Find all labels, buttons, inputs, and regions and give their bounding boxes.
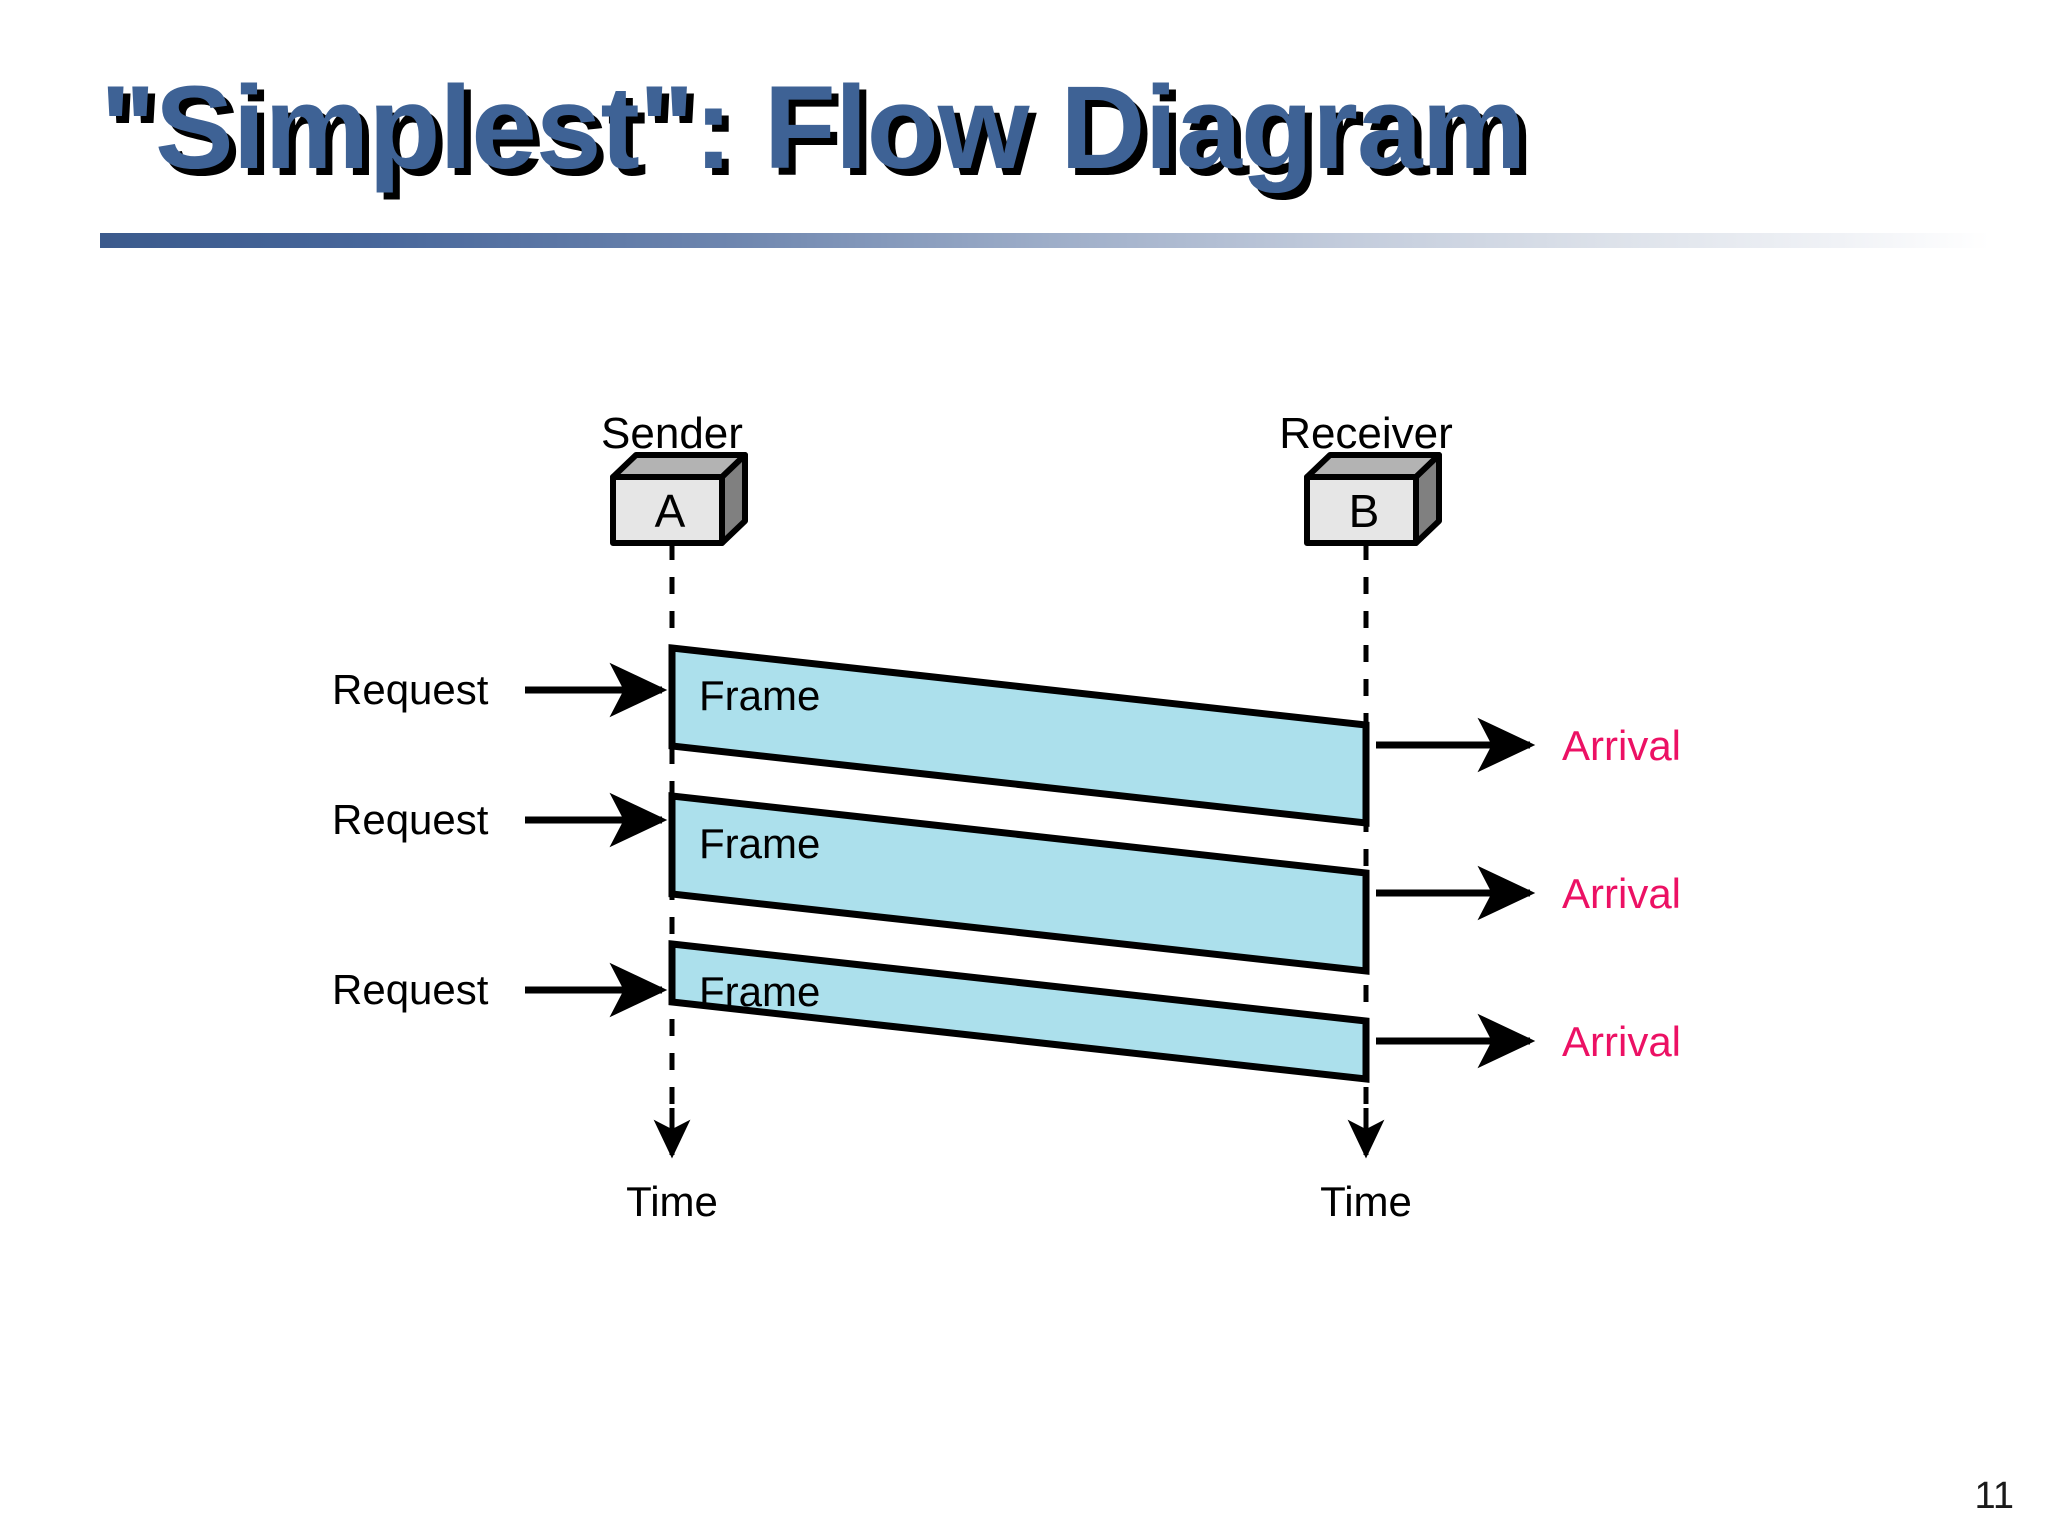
sender-box-front-face bbox=[610, 474, 725, 546]
message-row: Frame Request Arrival bbox=[332, 644, 1681, 827]
message-row: Frame Request Arrival bbox=[332, 940, 1681, 1083]
sender-node: Sender A Time bbox=[601, 409, 748, 1225]
page-title: "Simplest": Flow Diagram bbox=[100, 62, 1526, 194]
request-label: Request bbox=[332, 966, 489, 1013]
frame-label: Frame bbox=[699, 968, 820, 1015]
request-label: Request bbox=[332, 796, 489, 843]
request-label: Request bbox=[332, 666, 489, 713]
title-divider-rule bbox=[100, 233, 1990, 248]
sender-role-label: Sender bbox=[601, 409, 743, 458]
frame-parallelogram bbox=[668, 644, 1370, 827]
message-row: Frame Request Arrival bbox=[332, 792, 1681, 975]
receiver-box-front-face bbox=[1304, 474, 1419, 546]
frame-label: Frame bbox=[699, 820, 820, 867]
arrival-label: Arrival bbox=[1562, 722, 1681, 769]
sender-time-label: Time bbox=[626, 1178, 718, 1225]
arrival-label: Arrival bbox=[1562, 1018, 1681, 1065]
arrival-label: Arrival bbox=[1562, 870, 1681, 917]
receiver-box-letter: B bbox=[1349, 485, 1380, 537]
frame-label: Frame bbox=[699, 672, 820, 719]
frame-parallelogram bbox=[668, 940, 1370, 1083]
receiver-time-label: Time bbox=[1320, 1178, 1412, 1225]
receiver-role-label: Receiver bbox=[1279, 409, 1453, 458]
sender-box-letter: A bbox=[655, 485, 686, 537]
slide-page-number: 11 bbox=[1974, 1475, 2014, 1517]
frame-parallelogram bbox=[668, 792, 1370, 975]
